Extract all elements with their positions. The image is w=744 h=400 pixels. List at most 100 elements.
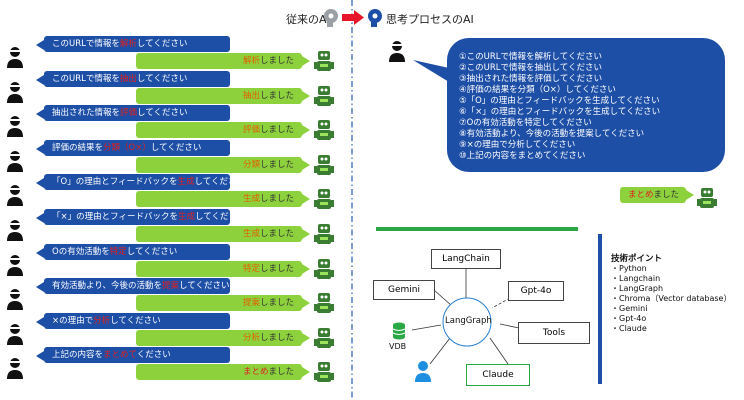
reply-bubble-tail — [302, 298, 310, 308]
reply-keyword: 特定 — [242, 264, 260, 274]
gemini-node: Gemini — [373, 280, 435, 300]
request-bubble-tail — [36, 144, 44, 154]
request-bubble-tail — [36, 351, 44, 361]
request-text: 「×」の理由とフィードバックを — [52, 212, 178, 222]
reply-bubble: 抽出しました — [136, 88, 302, 104]
reply-bubble: 特定しました — [136, 261, 302, 277]
tech-title: 技術ポイント — [611, 254, 663, 264]
left-title: 従来のAI — [286, 13, 330, 26]
robot-icon — [313, 187, 335, 213]
request-keyword: 評価 — [120, 108, 138, 118]
request-bubble-tail — [36, 75, 44, 85]
request-bubble-tail — [36, 109, 44, 119]
request-bubble: ×の理由で分析してください — [44, 313, 230, 329]
reply-bubble: 分析しました — [136, 330, 302, 346]
tech-item: ・LangGraph — [611, 284, 664, 293]
tech-item: ・Claude — [611, 324, 647, 333]
reply-keyword: 提案 — [242, 298, 260, 308]
request-keyword: まとめて — [103, 350, 137, 360]
request-bubble-tail — [36, 213, 44, 223]
right-title: 思考プロセスのAI — [386, 13, 474, 26]
request-keyword: 解析 — [119, 39, 137, 49]
request-bubble-tail — [36, 282, 44, 292]
request-text: 評価の結果を — [52, 143, 104, 153]
reply-bubble-tail — [302, 229, 310, 239]
reply-suffix: しました — [259, 194, 294, 204]
reply-keyword: まとめ — [242, 367, 269, 377]
reply-suffix: しました — [259, 229, 294, 239]
request-keyword: 提案 — [162, 281, 180, 291]
request-keyword: 分析 — [93, 316, 111, 326]
request-bubble-tail — [36, 40, 44, 50]
person-icon — [388, 40, 406, 62]
reply-bubble-tail — [302, 125, 310, 135]
instruction-step: ①このURLで情報を解析してください — [459, 52, 602, 62]
instruction-step: ⑩上記の内容をまとめてください — [459, 151, 586, 161]
instruction-bubble — [447, 38, 725, 172]
request-text: 「O」の理由とフィードバックを — [52, 177, 178, 187]
request-bubble: 有効活動より、今後の活動を提案してください — [44, 278, 230, 294]
reply-suffix: しました — [259, 125, 294, 135]
person-icon — [6, 288, 24, 310]
robot-icon — [313, 153, 335, 179]
instruction-step: ⑦Oの有効活動を特定してください — [459, 118, 592, 128]
instruction-step: ⑨×の理由で分析してください — [459, 140, 576, 150]
reply-keyword: 解析 — [242, 56, 260, 66]
reply-suffix: しました — [259, 56, 294, 66]
request-bubble: Oの有効活動を特定してください — [44, 244, 230, 260]
langgraph-circle — [442, 297, 492, 347]
reply-bubble-tail — [302, 160, 310, 170]
reply-bubble: 解析しました — [136, 53, 302, 69]
request-suffix: してください — [179, 281, 230, 291]
request-text: このURLで情報を — [52, 39, 120, 49]
reply-suffix: ました — [268, 367, 294, 377]
reply-bubble: 生成しました — [136, 191, 302, 207]
robot-icon — [313, 49, 335, 75]
request-keyword: 生成 — [177, 212, 195, 222]
request-bubble: 上記の内容をまとめてください — [44, 347, 230, 363]
person-icon — [6, 219, 24, 241]
reply-keyword: 抽出 — [242, 91, 260, 101]
reply-bubble-tail — [302, 264, 310, 274]
request-bubble: 評価の結果を分類（O×）してください — [44, 140, 230, 156]
tech-bar — [598, 234, 602, 384]
instruction-step: ⑥「×」の理由とフィードバックを生成してください — [459, 107, 661, 117]
person-icon — [6, 184, 24, 206]
reply-keyword: 分析 — [242, 333, 260, 343]
person-icon — [6, 323, 24, 345]
request-suffix: してください — [136, 39, 188, 49]
robot-icon — [696, 186, 718, 212]
reply-suffix: しました — [259, 298, 294, 308]
request-bubble: このURLで情報を解析してください — [44, 36, 230, 52]
reply-bubble-tail — [302, 56, 310, 66]
reply-bubble-tail — [302, 333, 310, 343]
request-text: 抽出された情報を — [52, 108, 121, 118]
user-icon — [414, 360, 432, 386]
summary-reply-bubble: まとめました — [620, 187, 686, 203]
arrow-icon — [342, 10, 364, 25]
reply-bubble: 分類しました — [136, 157, 302, 173]
summary-reply-keyword: まとめ — [628, 190, 654, 200]
tools-node: Tools — [518, 322, 590, 344]
request-suffix: してください — [126, 247, 178, 257]
langgraph-label: LangGraph — [445, 316, 492, 326]
reply-bubble-tail — [302, 91, 310, 101]
person-icon — [6, 46, 24, 68]
reply-bubble: 提案しました — [136, 295, 302, 311]
instruction-step: ④評価の結果を分類（O×）してください — [459, 85, 616, 95]
tech-item: ・Python — [611, 264, 647, 273]
robot-icon — [313, 118, 335, 144]
request-bubble-tail — [36, 317, 44, 327]
green-divider — [376, 227, 578, 231]
person-icon — [6, 254, 24, 276]
gpt4o-node: Gpt-4o — [508, 281, 564, 301]
tech-list: ・Python・Langchain・LangGraph・Chroma（Vecto… — [611, 264, 731, 334]
person-icon — [6, 150, 24, 172]
request-keyword: 生成 — [177, 177, 195, 187]
request-bubble: 「O」の理由とフィードバックを生成してください — [44, 174, 245, 190]
reply-bubble: 評価しました — [136, 122, 302, 138]
tech-item: ・Gemini — [611, 304, 648, 313]
reply-suffix: しました — [259, 91, 294, 101]
reply-keyword: 評価 — [242, 125, 260, 135]
